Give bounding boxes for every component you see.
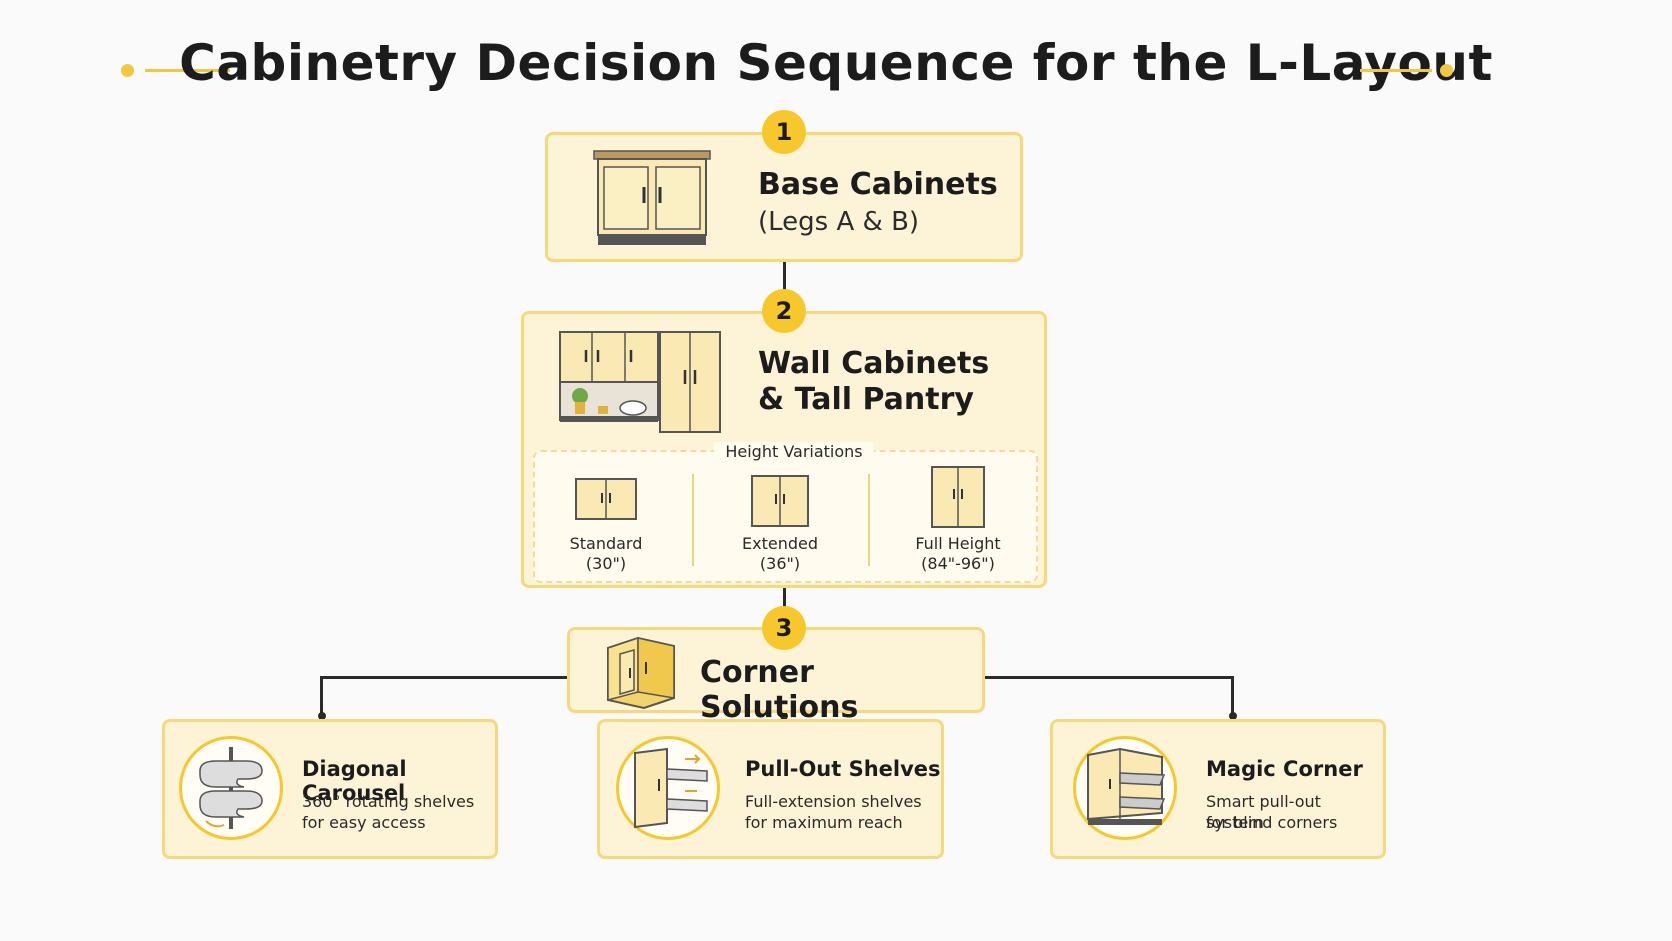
title-deco-dot-right (1440, 64, 1453, 77)
option-3-icon-circle (1073, 736, 1177, 840)
pull-out-shelves-icon (634, 747, 708, 829)
option-1-icon-circle (179, 736, 283, 840)
option-3-desc-line2: for blind corners (1206, 813, 1338, 832)
connector-dot-left (318, 712, 326, 720)
option-card-magic-corner: Magic Corner Smart pull-out system for b… (1050, 719, 1386, 859)
connector-drop-right (1231, 676, 1234, 716)
step-3-title: Corner Solutions (700, 655, 859, 725)
option-2-desc-line2: for maximum reach (745, 813, 903, 832)
standard-name: Standard (569, 534, 643, 553)
step-1-badge: 1 (762, 110, 806, 154)
wall-cabinets-pantry-icon (559, 331, 721, 433)
page-title: Cabinetry Decision Sequence for the L-La… (179, 34, 1493, 92)
height-divider-2 (868, 474, 870, 566)
height-divider-1 (692, 474, 694, 566)
step-2-badge: 2 (762, 289, 806, 333)
title-deco-line-left (145, 69, 230, 72)
step-2-title-line2: & Tall Pantry (758, 382, 974, 417)
connector-branch-left (320, 676, 570, 679)
option-1-desc-line1: 360° rotating shelves (302, 792, 475, 811)
extended-name: Extended (742, 534, 818, 553)
full-height-name: Full Height (915, 534, 1001, 553)
step-1-card: Base Cabinets (Legs A & B) (545, 132, 1023, 262)
standard-cabinet-icon (575, 478, 637, 520)
option-2-icon-circle (616, 736, 720, 840)
base-cabinet-icon (593, 150, 711, 245)
option-2-title: Pull-Out Shelves (745, 757, 941, 781)
connector-1-2 (783, 262, 786, 312)
step-2-title-line1: Wall Cabinets (758, 346, 990, 381)
step-3-badge: 3 (762, 606, 806, 650)
option-2-desc-line1: Full-extension shelves (745, 792, 922, 811)
option-3-title: Magic Corner (1206, 757, 1363, 781)
connector-dot-right (1229, 712, 1237, 720)
option-card-diagonal-carousel: Diagonal Carousel 360° rotating shelves … (162, 719, 498, 859)
full-height-cabinet-icon (931, 466, 985, 528)
connector-drop-left (320, 676, 323, 716)
step-1-title: Base Cabinets (758, 167, 998, 202)
step-2-card: Wall Cabinets & Tall Pantry Height Varia… (521, 311, 1047, 588)
connector-branch-right (984, 676, 1234, 679)
title-deco-dot-left (121, 64, 134, 77)
corner-cabinet-icon (607, 636, 675, 710)
extended-size: (36") (759, 554, 801, 573)
height-variations-label: Height Variations (714, 442, 874, 461)
magic-corner-icon (1087, 747, 1166, 825)
carousel-icon (199, 747, 263, 829)
connector-dot-middle (780, 712, 788, 720)
full-height-size: (84"-96") (921, 554, 995, 573)
title-deco-line-right (1360, 69, 1432, 72)
option-3-desc-line1: Smart pull-out system (1206, 792, 1321, 832)
step-1-subtitle: (Legs A & B) (758, 207, 920, 237)
option-1-title: Diagonal Carousel (302, 757, 407, 805)
extended-cabinet-icon (751, 475, 809, 527)
option-1-desc-line2: for easy access (302, 813, 426, 832)
option-card-pull-out-shelves: Pull-Out Shelves Full-extension shelves … (597, 719, 944, 859)
standard-size: (30") (585, 554, 627, 573)
